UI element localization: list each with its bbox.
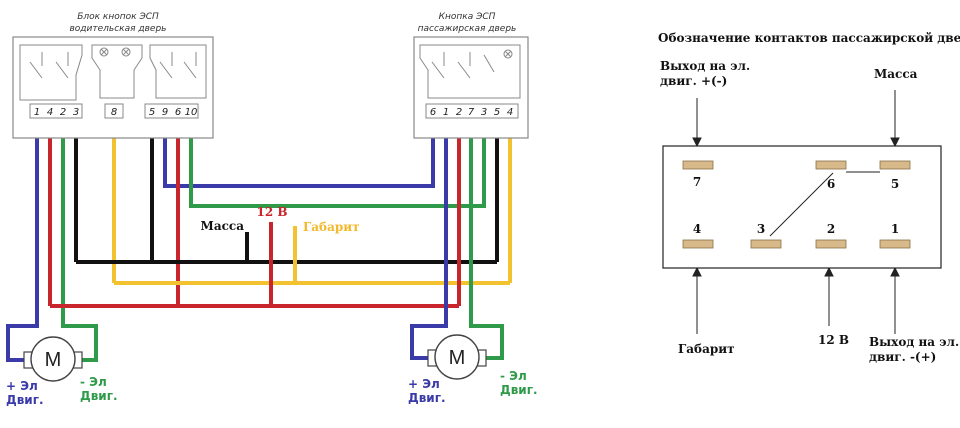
wire-blue-left-motor — [6, 118, 39, 362]
pad-3 — [750, 239, 782, 249]
pin-label-5: 5 — [891, 177, 899, 191]
right-motor-plus-1: + Эл — [408, 377, 440, 391]
right-motor: M + Эл Двиг. - Эл Двиг. — [408, 334, 538, 405]
left-motor-plus-2: Двиг. — [6, 393, 44, 407]
passenger-pin-6: 6 — [430, 107, 436, 118]
passenger-pin-1: 1 — [443, 107, 449, 118]
left-motor-minus-1: - Эл — [80, 375, 107, 389]
12v-label: 12 В — [256, 205, 287, 219]
pad-2 — [815, 239, 847, 249]
left-motor: M + Эл Двиг. - Эл Двиг. — [6, 336, 118, 407]
driver-block-title-2: водительская дверь — [70, 24, 167, 34]
pinout-title: Обозначение контактов пассажирской двери — [658, 31, 960, 45]
passenger-pin-7: 7 — [468, 107, 475, 118]
driver-pin-8: 8 — [111, 107, 117, 118]
gabarit-label: Габарит — [303, 220, 360, 234]
pinout-top-left-label-1: Выход на эл. — [660, 59, 750, 73]
pinout-top-right-label: Масса — [874, 67, 918, 81]
driver-pin-5: 5 — [149, 107, 155, 118]
passenger-block-outline — [413, 36, 529, 139]
driver-pin-6: 6 — [175, 107, 181, 118]
driver-block-title-1: Блок кнопок ЭСП — [77, 12, 159, 22]
right-motor-minus-2: Двиг. — [500, 383, 538, 397]
pad-1 — [879, 239, 911, 249]
pad-7 — [682, 160, 714, 170]
pinout-top-left-label-2: двиг. +(-) — [660, 74, 727, 88]
pinout-bottom-left-label: Габарит — [678, 342, 735, 356]
pad-5 — [879, 160, 911, 170]
pinout-internal-link — [769, 171, 880, 237]
driver-pin-2: 2 — [60, 107, 66, 118]
pin-label-1: 1 — [891, 222, 899, 236]
pinout-pads — [682, 160, 911, 249]
pin-label-3: 3 — [757, 222, 765, 236]
passenger-switch-schematic — [419, 44, 521, 99]
passenger-switch-block: Кнопка ЭСП пассажирская дверь 6 1 2 7 3 … — [413, 12, 529, 139]
pinout-diagram: Обозначение контактов пассажирской двери… — [658, 31, 960, 364]
right-motor-plus-2: Двиг. — [408, 391, 446, 405]
driver-pin-4: 4 — [47, 107, 53, 118]
driver-switch-schematic — [19, 44, 207, 101]
pin-label-7: 7 — [693, 175, 701, 189]
driver-pin-9: 9 — [162, 107, 168, 118]
wires — [6, 118, 512, 362]
left-motor-circle — [30, 336, 76, 382]
passenger-pin-5: 5 — [494, 107, 500, 118]
pinout-bottom-right-label-1: Выход на эл. — [869, 335, 959, 349]
wire-green-right-motor — [469, 118, 504, 360]
pin-label-6: 6 — [827, 177, 835, 191]
right-motor-symbol: M — [449, 347, 466, 369]
passenger-block-title-1: Кнопка ЭСП — [439, 12, 496, 22]
driver-pin-strip: 1 4 2 3 8 5 9 6 10 — [29, 103, 199, 119]
right-motor-circle — [434, 334, 480, 380]
passenger-pin-2: 2 — [456, 107, 462, 118]
pinout-bottom-mid-label: 12 В — [818, 333, 849, 347]
left-motor-minus-2: Двиг. — [80, 389, 118, 403]
wire-green-left-motor — [61, 118, 98, 362]
pinout-bottom-right-label-2: двиг. -(+) — [869, 350, 936, 364]
wire-green-pin10-to-pass3 — [189, 118, 486, 208]
driver-pin-3: 3 — [73, 107, 79, 118]
pad-6 — [815, 160, 847, 170]
right-motor-minus-1: - Эл — [500, 369, 527, 383]
driver-pin-10: 10 — [185, 107, 198, 118]
mass-label: Масса — [201, 219, 245, 233]
passenger-pin-strip: 6 1 2 7 3 5 4 — [425, 103, 519, 119]
driver-switch-block: Блок кнопок ЭСП водительская дверь 1 4 2… — [12, 12, 214, 139]
pad-4 — [682, 239, 714, 249]
passenger-pin-3: 3 — [481, 107, 487, 118]
left-motor-symbol: M — [45, 349, 62, 371]
passenger-block-title-2: пассажирская дверь — [418, 24, 517, 34]
pin-label-2: 2 — [827, 222, 835, 236]
wire-blue-pin9-to-pass6 — [163, 118, 435, 188]
driver-block-outline — [12, 36, 214, 139]
wire-blue-right-motor — [410, 118, 448, 360]
driver-pin-1: 1 — [34, 107, 40, 118]
left-motor-plus-1: + Эл — [6, 379, 38, 393]
pinout-arrows — [692, 90, 900, 334]
pin-label-4: 4 — [693, 222, 701, 236]
passenger-pin-4: 4 — [507, 107, 513, 118]
